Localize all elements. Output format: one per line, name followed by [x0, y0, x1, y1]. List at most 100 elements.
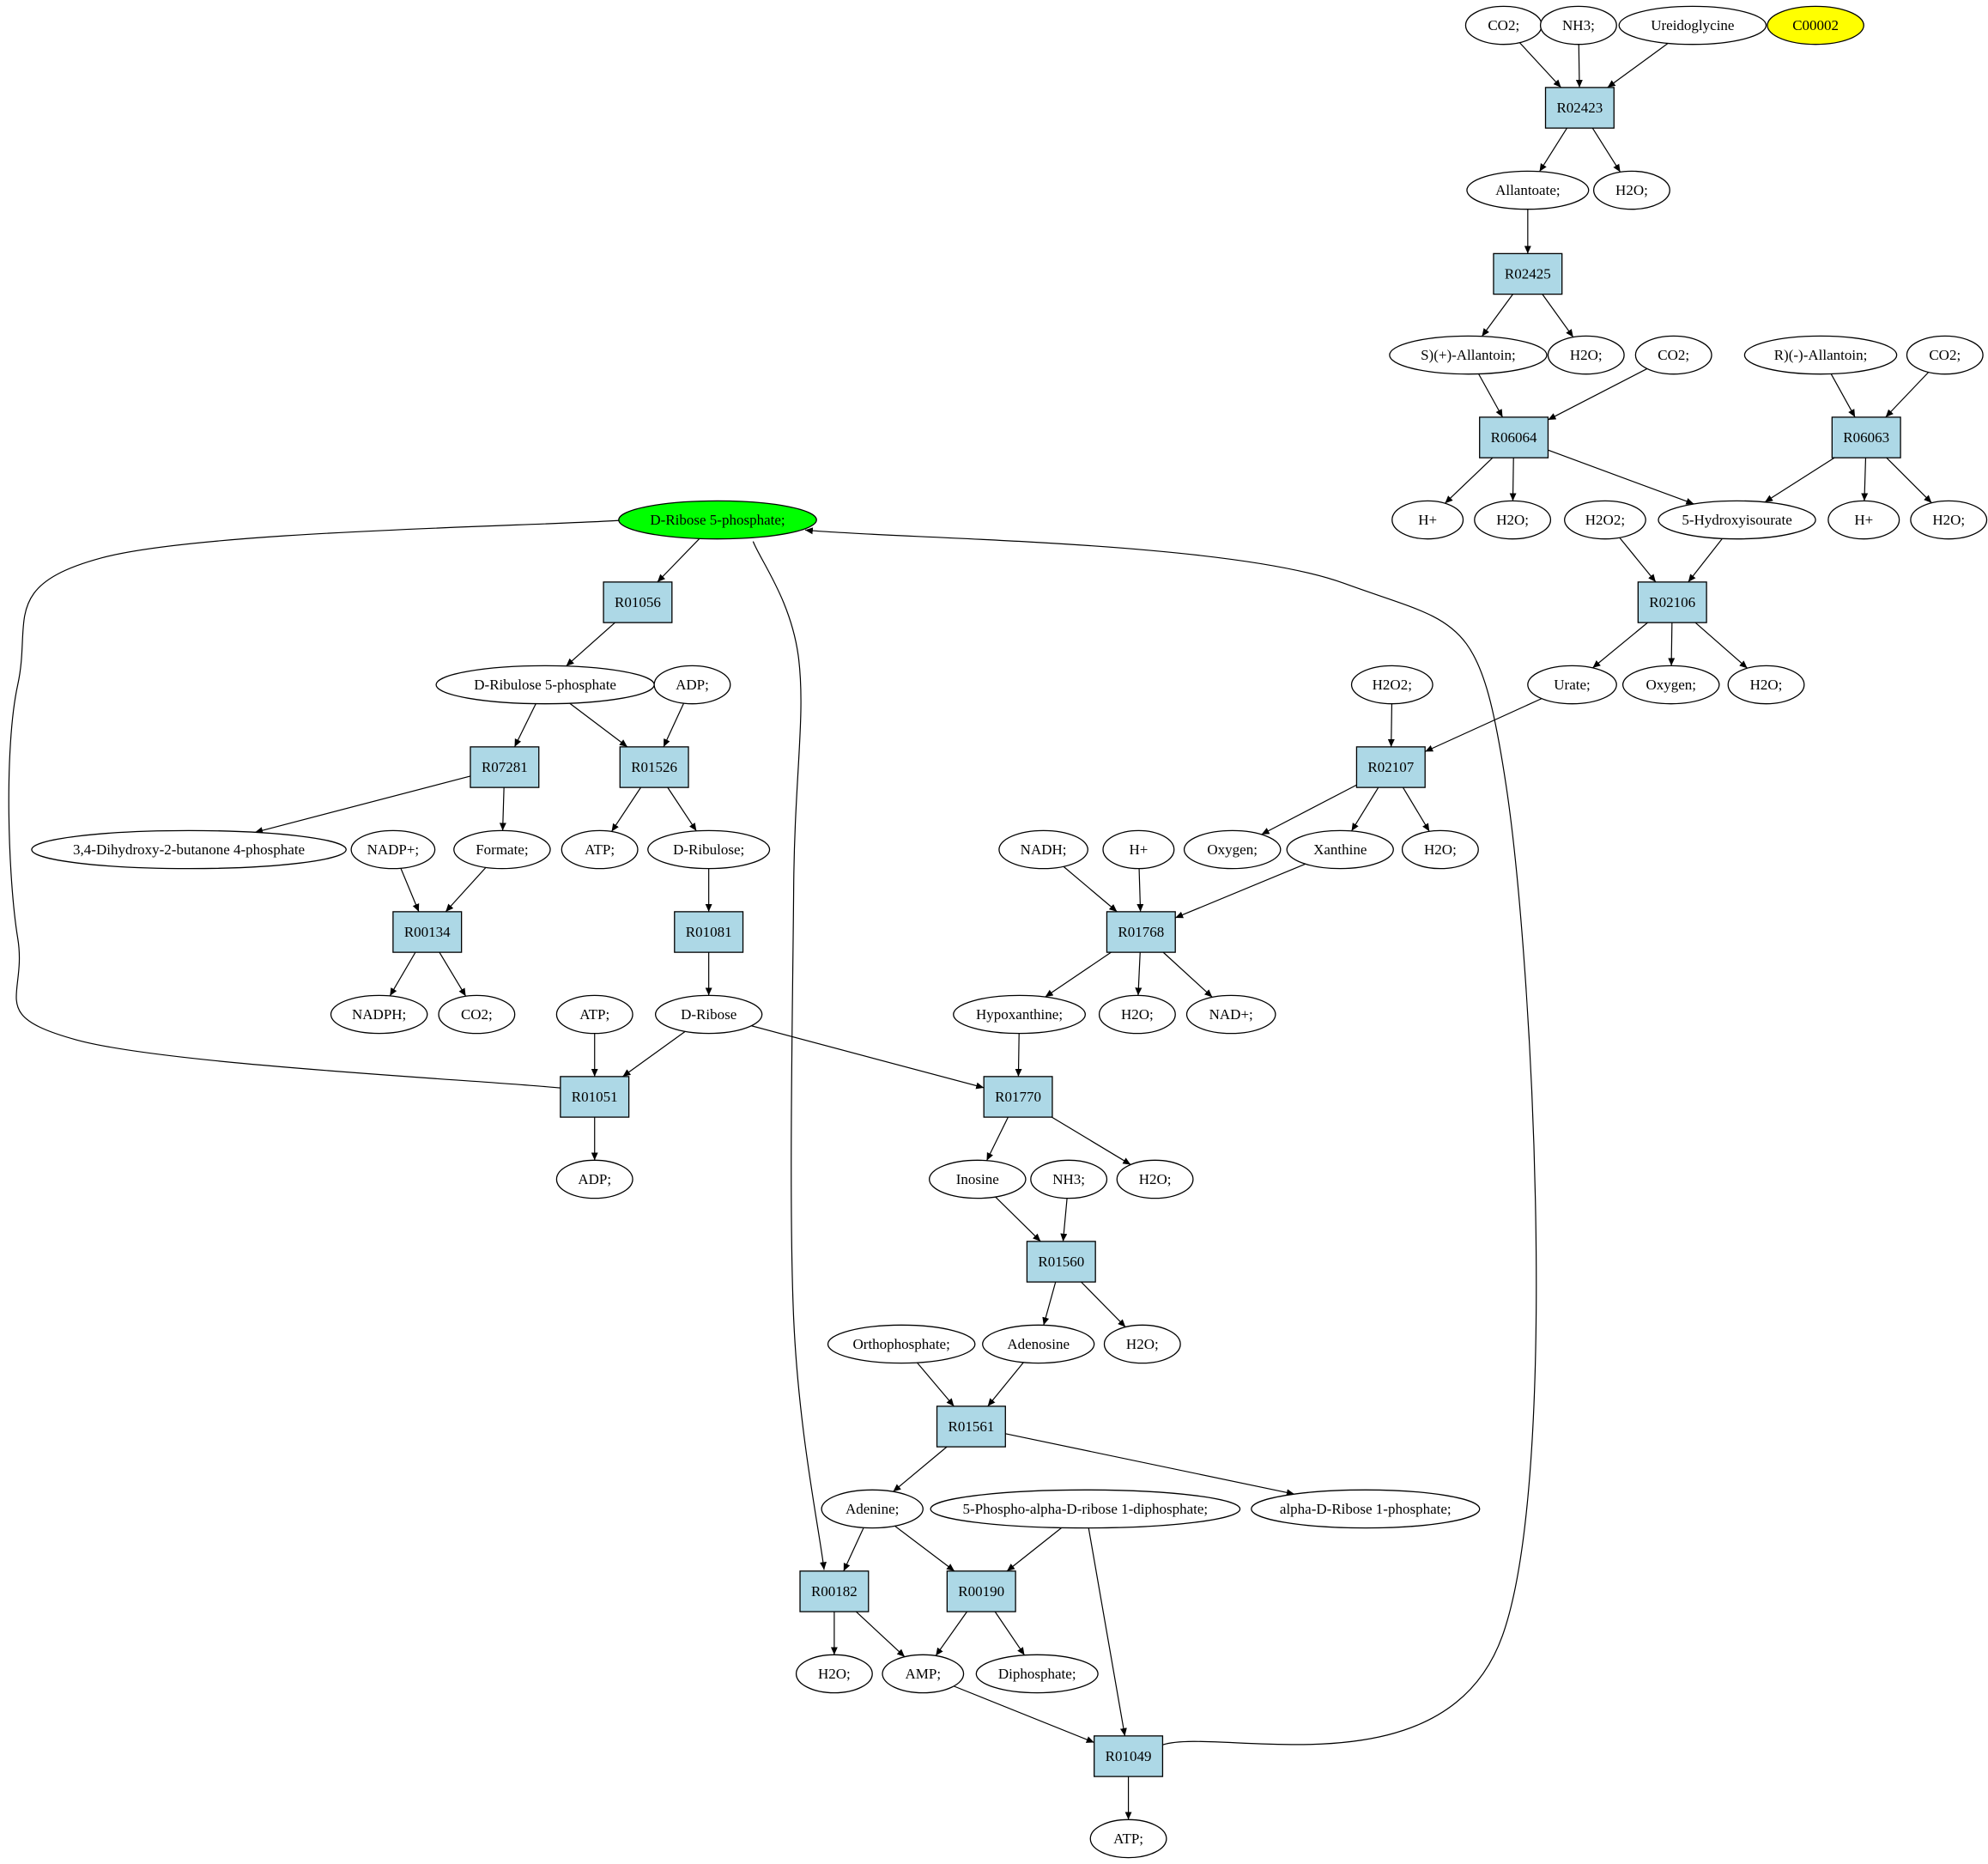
edge-r02106-to-urate [1592, 622, 1648, 669]
reaction-node-r01049[interactable]: R01049 [1094, 1735, 1164, 1777]
node-label: ATP; [1113, 1831, 1143, 1847]
reaction-node-r01056[interactable]: R01056 [603, 581, 673, 623]
compound-node-h2o_a[interactable]: H2O; [1592, 170, 1670, 210]
compound-node-h2o_g[interactable]: H2O; [1098, 994, 1176, 1035]
compound-ellipse [1634, 335, 1712, 375]
compound-node-adenosine[interactable]: Adenosine [982, 1324, 1095, 1364]
edge-r06063-to-hplus_b [1861, 458, 1869, 501]
compound-node-diphosphate[interactable]: Diphosphate; [975, 1654, 1099, 1694]
reaction-node-r01561[interactable]: R01561 [936, 1406, 1006, 1448]
reaction-node-r02106[interactable]: R02106 [1637, 581, 1707, 623]
compound-node-co2_c[interactable]: CO2; [1906, 335, 1984, 375]
compound-node-d_ribulose5p[interactable]: D-Ribulose 5-phosphate [435, 665, 655, 705]
compound-node-nh3_a[interactable]: NH3; [1539, 5, 1617, 46]
compound-node-xanthine[interactable]: Xanthine [1286, 829, 1394, 870]
reaction-node-r02425[interactable]: R02425 [1493, 252, 1563, 295]
compound-node-adp_a[interactable]: ADP; [653, 665, 731, 705]
compound-node-adenine[interactable]: Adenine; [821, 1489, 924, 1529]
compound-node-urate[interactable]: Urate; [1527, 665, 1617, 705]
reaction-node-r06063[interactable]: R06063 [1831, 416, 1901, 458]
compound-node-allantoate[interactable]: Allantoate; [1466, 170, 1590, 210]
compound-node-ureidoglycine[interactable]: Ureidoglycine [1618, 5, 1767, 46]
compound-node-h2o_j[interactable]: H2O; [795, 1654, 873, 1694]
compound-ellipse [882, 1654, 965, 1694]
compound-node-d_ribose[interactable]: D-Ribose [654, 994, 763, 1035]
compound-node-nadp[interactable]: NADP+; [350, 829, 436, 870]
compound-node-atp_c[interactable]: ATP; [1089, 1818, 1167, 1859]
compound-ellipse [618, 500, 817, 540]
reaction-node-r07281[interactable]: R07281 [470, 746, 540, 788]
compound-node-hypoxanthine[interactable]: Hypoxanthine; [953, 994, 1086, 1035]
compound-node-nadh[interactable]: NADH; [998, 829, 1088, 870]
compound-node-atp_b[interactable]: ATP; [555, 994, 633, 1035]
compound-ellipse [561, 829, 639, 870]
compound-ellipse [1116, 1159, 1194, 1199]
reaction-node-r00190[interactable]: R00190 [946, 1570, 1016, 1612]
compound-node-hplus_c[interactable]: H+ [1102, 829, 1175, 870]
reaction-node-r06064[interactable]: R06064 [1479, 416, 1549, 458]
compound-node-nad[interactable]: NAD+; [1185, 994, 1276, 1035]
compound-node-h2o_f[interactable]: H2O; [1401, 829, 1479, 870]
compound-node-hplus_b[interactable]: H+ [1827, 500, 1900, 540]
compound-ellipse [647, 829, 771, 870]
edge-adenine-to-r00190 [894, 1525, 955, 1572]
compound-node-d_ribulose[interactable]: D-Ribulose; [647, 829, 771, 870]
reaction-node-r01770[interactable]: R01770 [983, 1076, 1053, 1118]
compound-ellipse [929, 1159, 1027, 1199]
node-label: R01768 [1118, 924, 1164, 940]
compound-node-hplus_a[interactable]: H+ [1391, 500, 1464, 540]
reaction-node-r00182[interactable]: R00182 [799, 1570, 870, 1612]
compound-node-hydroxyisourate[interactable]: 5-Hydroxyisourate [1658, 500, 1816, 540]
node-label: CO2; [1658, 347, 1689, 363]
edge-r00134-to-nadph [389, 951, 416, 997]
reaction-node-r01081[interactable]: R01081 [674, 911, 744, 953]
edge-prpp-to-r00190 [1006, 1527, 1063, 1572]
reaction-node-r00134[interactable]: R00134 [392, 911, 463, 953]
node-label: R07281 [482, 759, 528, 775]
compound-node-h2o_e[interactable]: H2O; [1727, 665, 1805, 705]
compound-node-co2_d[interactable]: CO2; [438, 994, 516, 1035]
compound-node-r_allantoin[interactable]: R)(-)-Allantoin; [1743, 335, 1898, 375]
compound-ellipse [1592, 170, 1670, 210]
compound-node-adp_b[interactable]: ADP; [555, 1159, 633, 1199]
compound-node-formate[interactable]: Formate; [453, 829, 551, 870]
compound-node-c00002[interactable]: C00002 [1767, 5, 1864, 46]
reaction-node-r02107[interactable]: R02107 [1355, 746, 1426, 788]
compound-ellipse [1910, 500, 1988, 540]
compound-ellipse [1391, 500, 1464, 540]
reaction-node-r01768[interactable]: R01768 [1106, 911, 1176, 953]
reaction-node-r01560[interactable]: R01560 [1026, 1241, 1096, 1283]
node-label: H+ [1129, 841, 1148, 858]
compound-node-h2o_b[interactable]: H2O; [1547, 335, 1625, 375]
compound-node-d_ribose5p[interactable]: D-Ribose 5-phosphate; [618, 500, 817, 540]
compound-node-atp_a[interactable]: ATP; [561, 829, 639, 870]
compound-node-oxygen_b[interactable]: Oxygen; [1183, 829, 1282, 870]
compound-ellipse [1658, 500, 1816, 540]
compound-node-h2o2_b[interactable]: H2O2; [1350, 665, 1433, 705]
compound-node-ribose1p[interactable]: alpha-D-Ribose 1-phosphate; [1251, 1489, 1481, 1529]
compound-node-co2_b[interactable]: CO2; [1634, 335, 1712, 375]
compound-node-h2o_i[interactable]: H2O; [1103, 1324, 1181, 1364]
edge-inosine-to-r01560 [995, 1196, 1041, 1242]
compound-node-amp[interactable]: AMP; [882, 1654, 965, 1694]
compound-node-nadph[interactable]: NADPH; [330, 994, 428, 1035]
compound-node-nh3_b[interactable]: NH3; [1030, 1159, 1108, 1199]
reaction-node-r01051[interactable]: R01051 [560, 1076, 630, 1118]
compound-node-s_allantoin[interactable]: S)(+)-Allantoin; [1389, 335, 1548, 375]
reaction-box [619, 746, 689, 788]
compound-ellipse [1743, 335, 1898, 375]
reaction-node-r02423[interactable]: R02423 [1544, 87, 1615, 129]
compound-node-co2_a[interactable]: CO2; [1464, 5, 1543, 46]
compound-node-dhbp[interactable]: 3,4-Dihydroxy-2-butanone 4-phosphate [31, 829, 347, 870]
compound-node-h2o_h[interactable]: H2O; [1116, 1159, 1194, 1199]
compound-node-h2o2_a[interactable]: H2O2; [1564, 500, 1646, 540]
compound-node-prpp[interactable]: 5-Phospho-alpha-D-ribose 1-diphosphate; [930, 1489, 1241, 1529]
compound-node-h2o_c[interactable]: H2O; [1474, 500, 1552, 540]
compound-node-oxygen_a[interactable]: Oxygen; [1621, 665, 1720, 705]
compound-node-inosine[interactable]: Inosine [929, 1159, 1027, 1199]
compound-node-h2o_d[interactable]: H2O; [1910, 500, 1988, 540]
compound-node-orthophosphate[interactable]: Orthophosphate; [827, 1324, 976, 1364]
reaction-node-r01526[interactable]: R01526 [619, 746, 689, 788]
node-label: H2O; [1615, 182, 1648, 198]
